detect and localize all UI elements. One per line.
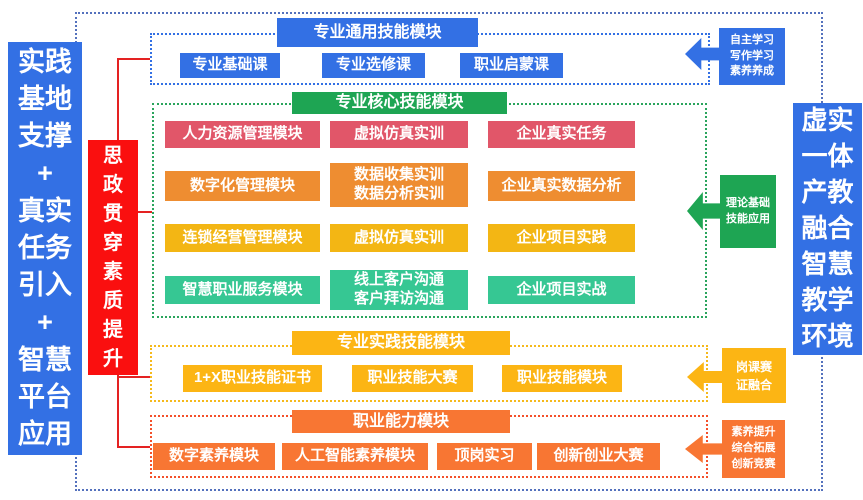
ideology-strip: 思 政 贯 穿 素 质 提 升 [88,140,138,375]
core-cell: 数字化管理模块 [165,171,320,201]
vocational-item: 人工智能素养模块 [282,443,428,470]
annotation-general: 自主学习 写作学习 素养养成 [719,28,785,85]
core-cell: 虚拟仿真实训 [330,224,468,252]
core-cell: 人力资源管理模块 [165,121,320,148]
course-item: 专业选修课 [322,53,425,78]
annotation-vocational: 素养提升 综合拓展 创新竞赛 [722,420,785,478]
section-general-title: 专业通用技能模块 [277,18,478,47]
core-cell: 企业项目实践 [488,224,635,252]
core-cell: 线上客户沟通 客户拜访沟通 [330,270,468,310]
core-cell: 智慧职业服务模块 [165,276,320,304]
course-item: 职业启蒙课 [460,53,563,78]
red-connector-branch-4 [117,446,150,448]
core-cell: 连锁经营管理模块 [165,224,320,252]
core-cell: 企业真实任务 [488,121,635,148]
red-connector-branch-1 [117,58,150,60]
annotation-core: 理论基础 技能应用 [720,175,776,248]
vocational-item: 顶岗实习 [437,443,532,470]
section-core-title: 专业核心技能模块 [292,92,507,114]
red-connector-branch-3 [117,376,150,378]
right-environment-panel: 虚实 一体 产教 融合 智慧 教学 环境 [793,103,862,355]
course-item: 专业基础课 [180,53,280,78]
vocational-item: 创新创业大赛 [537,443,660,470]
left-support-panel: 实践 基地 支撑 + 真实 任务 引入 + 智慧 平台 应用 [8,42,82,455]
core-cell: 数据收集实训 数据分析实训 [330,163,468,207]
section-practice-title: 专业实践技能模块 [292,331,510,355]
core-cell: 虚拟仿真实训 [330,121,468,148]
practice-item: 1+X职业技能证书 [183,365,322,392]
practice-item: 职业技能大赛 [352,365,473,392]
annotation-practice: 岗课赛 证融合 [722,348,786,403]
vocational-item: 数字素养模块 [153,443,275,470]
core-cell: 企业真实数据分析 [488,171,635,201]
section-vocational-title: 职业能力模块 [292,410,510,433]
core-cell: 企业项目实战 [488,276,635,304]
practice-item: 职业技能模块 [502,365,622,392]
